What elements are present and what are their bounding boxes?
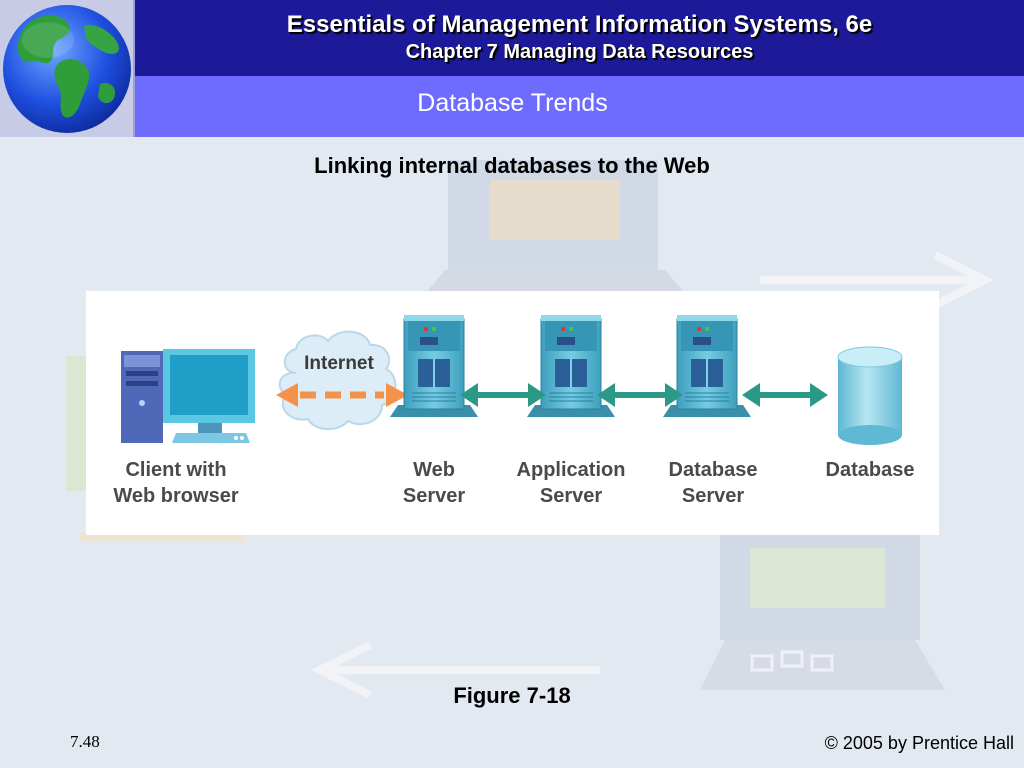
copyright-notice: © 2005 by Prentice Hall xyxy=(824,733,1014,753)
client-computer-icon xyxy=(121,349,255,443)
link-arrow-dbserver-db xyxy=(742,383,828,407)
slide-title: Database Trends xyxy=(417,89,608,117)
application-server-icon xyxy=(526,314,616,418)
link-arrow-app-dbserver xyxy=(597,383,683,407)
figure-caption: Figure 7-18 xyxy=(453,683,571,708)
database-cylinder-icon xyxy=(837,346,903,445)
internet-cloud-icon xyxy=(278,330,397,430)
chapter-title: Chapter 7 Managing Data Resources xyxy=(405,41,754,63)
web-server-icon xyxy=(389,314,479,418)
internet-label: Internet xyxy=(304,353,374,374)
database-server-icon xyxy=(662,314,752,418)
diagram-title: Linking internal databases to the Web xyxy=(314,153,710,178)
course-title: Essentials of Management Information Sys… xyxy=(286,11,873,38)
node-label-database: Database xyxy=(825,459,915,481)
link-arrow-web-app xyxy=(460,383,546,407)
logo-area xyxy=(0,0,135,137)
title-band xyxy=(135,76,1024,137)
architecture-diagram xyxy=(121,314,903,445)
internet-arrow xyxy=(276,383,408,407)
globe-icon xyxy=(3,5,131,133)
header-bar: Essentials of Management Information Sys… xyxy=(135,0,1024,76)
page-number: 7.48 xyxy=(70,732,100,751)
